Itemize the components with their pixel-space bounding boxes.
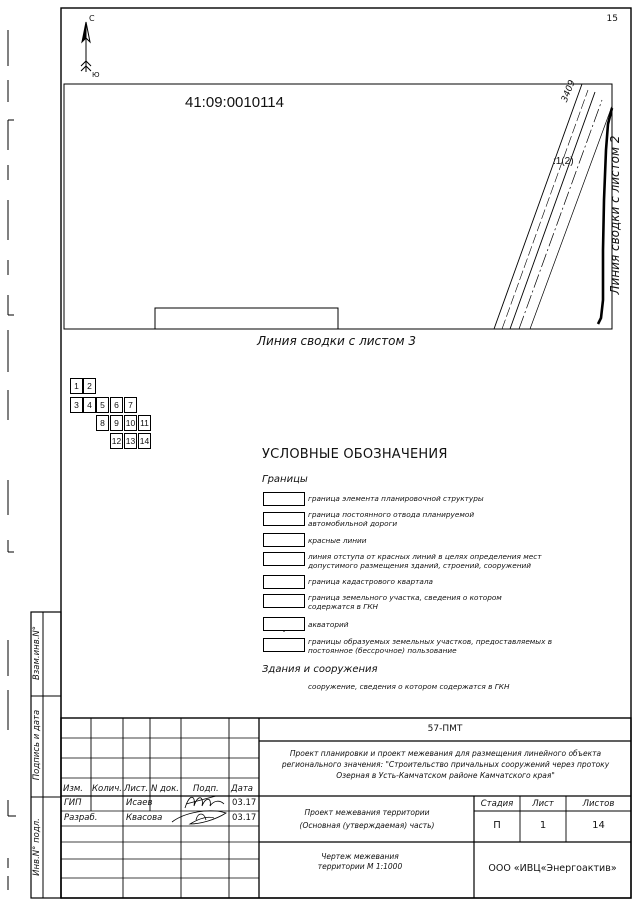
section-title: Проект межевания территории (Основная (у…: [299, 808, 435, 830]
sheet-cell[interactable]: 1: [70, 378, 83, 394]
legend-item: красные линии: [308, 536, 367, 545]
sheets-header: Листов: [582, 799, 615, 809]
legend-item: акваторий: [308, 620, 349, 629]
sheet-cell[interactable]: 8: [96, 415, 109, 431]
sheet-cell[interactable]: 13: [124, 433, 137, 449]
staff-name: Исаев: [126, 798, 153, 808]
sheet-cell[interactable]: 12: [110, 433, 123, 449]
document-code: 57-ПМТ: [427, 724, 463, 734]
col-header: Колич.: [92, 784, 122, 794]
stage-header: Стадия: [480, 799, 514, 809]
legend-symbol: [263, 492, 305, 506]
sheet-cell[interactable]: 3: [70, 397, 83, 413]
legend-symbol: [263, 552, 305, 566]
staff-role: ГИП: [64, 798, 82, 808]
cadastral-quarter-label: 41:09:0010114: [185, 94, 284, 111]
compass-north-label: С: [89, 14, 95, 23]
signature-isaev: [184, 795, 225, 809]
legend-item: граница земельного участка, сведения о к…: [308, 593, 502, 611]
signature-kvasova: [171, 810, 227, 825]
sheet-cell[interactable]: 5: [96, 397, 109, 413]
stamp-original-inv: Инв.N° подл.: [32, 818, 42, 876]
legend-symbol: [263, 680, 305, 694]
right-join-label: Линия сводки с листом 2: [608, 135, 622, 295]
staff-role: Разраб.: [64, 813, 98, 823]
legend-boundaries-heading: Границы: [262, 474, 308, 485]
legend-symbol: [263, 512, 305, 526]
sheet-header: Лист: [532, 799, 554, 809]
legend-symbol: [263, 617, 305, 631]
sheet-cell[interactable]: 10: [124, 415, 137, 431]
sheet-cell[interactable]: 2: [83, 378, 96, 394]
legend-buildings-heading: Здания и сооружения: [262, 664, 378, 675]
sheet-cell[interactable]: 14: [138, 433, 151, 449]
stage-value: П: [493, 820, 501, 831]
col-header: Лист.: [124, 784, 149, 794]
project-title: Проект планировки и проект межевания для…: [281, 749, 610, 780]
bottom-join-label: Линия сводки с листом 3: [257, 334, 416, 348]
legend-symbol: [263, 533, 305, 547]
col-header: Изм.: [63, 784, 83, 794]
north-arrow-icon: [80, 21, 92, 72]
legend-item: граница кадастрового квартала: [308, 577, 434, 586]
col-header: Дата: [231, 784, 254, 794]
legend-item: граница элемента планировочной структуры: [308, 494, 484, 503]
compass-south-label: Ю: [92, 71, 100, 79]
legend-item: граница постоянного отвода планируемой а…: [308, 510, 475, 528]
legend-item: линия отступа от красных линий в целях о…: [308, 552, 542, 570]
staff-date: 03.17: [232, 798, 257, 808]
legend-symbol: [263, 575, 305, 589]
organization-name: ООО «ИВЦ«Энергоактив»: [488, 863, 617, 874]
col-header: N док.: [151, 784, 179, 794]
col-header: Подп.: [193, 784, 219, 794]
sheets-value: 14: [592, 820, 605, 831]
legend-item: сооружение, сведения о котором содержатс…: [308, 682, 510, 691]
page-number: 15: [606, 14, 618, 24]
sheet-cell[interactable]: 9: [110, 415, 123, 431]
legend-symbol: [263, 594, 305, 608]
legend-item: границы образуемых земельных участков, п…: [308, 637, 553, 655]
staff-name: Квасова: [126, 813, 163, 823]
sheet-value: 1: [539, 820, 547, 831]
stamp-sign-date: Подпись и дата: [32, 709, 42, 781]
sheet-cell[interactable]: 7: [124, 397, 137, 413]
sheet-cell[interactable]: 6: [110, 397, 123, 413]
legend-title: УСЛОВНЫЕ ОБОЗНАЧЕНИЯ: [262, 447, 448, 462]
sheet-cell[interactable]: 11: [138, 415, 151, 431]
legend-symbol: [263, 638, 305, 652]
parcel-label: :1(2): [553, 156, 574, 167]
stamp-replaced-inv: Взам.инв.N°: [32, 625, 42, 681]
drawing-title: Чертеж межевания территории М 1:1000: [317, 852, 403, 871]
staff-date: 03.17: [232, 813, 257, 823]
sheet-cell[interactable]: 4: [83, 397, 96, 413]
